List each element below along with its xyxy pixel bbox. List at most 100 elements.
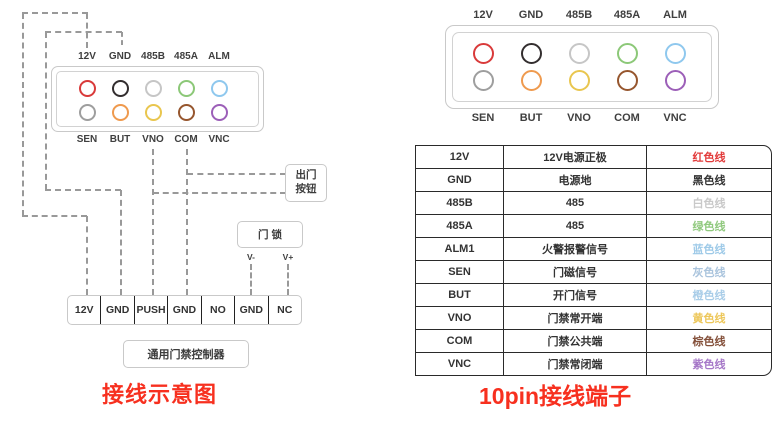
table-row: BUT 开门信号 橙色线 [416, 284, 771, 307]
pin-name-cell: SEN [416, 261, 504, 283]
door-lock-box: 门 锁 [237, 221, 303, 248]
table-row: 12V 12V电源正极 红色线 [416, 146, 771, 169]
table-row: ALM1 火警报警信号 蓝色线 [416, 238, 771, 261]
wire-black-segment [121, 32, 123, 45]
pin-label-12v: 12V [78, 51, 96, 62]
wire-brown-segment [187, 173, 286, 175]
pin-485a [178, 80, 195, 97]
pin-sen [79, 104, 96, 121]
pin-label-alm: ALM [663, 9, 687, 21]
pin-desc-cell: 12V电源正极 [504, 146, 647, 168]
v-minus-label: V- [246, 252, 256, 262]
wire-color-cell: 黄色线 [692, 313, 726, 325]
pin-desc-cell: 火警报警信号 [504, 238, 647, 260]
terminal-gnd-3: GND [235, 296, 269, 324]
pin-desc-cell: 485 [504, 192, 647, 214]
pin-vnc [211, 104, 228, 121]
pin-label-but: BUT [109, 134, 131, 145]
table-row: COM 门禁公共端 棕色线 [416, 330, 771, 353]
pin-alm [211, 80, 228, 97]
pin-desc-cell: 485 [504, 215, 647, 237]
wire-yellow-segment [152, 149, 154, 295]
table-row: VNC 门禁常闭端 紫色线 [416, 353, 771, 375]
table-row: 485A 485 绿色线 [416, 215, 771, 238]
pin-label-sen: SEN [471, 112, 495, 124]
wire-red-segment [22, 13, 24, 216]
terminal-push: PUSH [135, 296, 169, 324]
pin-485b [569, 43, 590, 64]
pin-vno [569, 70, 590, 91]
pin-but [112, 104, 129, 121]
wire-color-cell: 白色线 [692, 198, 726, 210]
controller-box: 通用门禁控制器 [123, 340, 249, 368]
pin-desc-cell: 门磁信号 [504, 261, 647, 283]
pin-vnc [665, 70, 686, 91]
pin-name-cell: ALM1 [416, 238, 504, 260]
pin-desc-cell: 门禁常闭端 [504, 353, 647, 375]
wire-color-cell: 灰色线 [692, 267, 726, 279]
pin-12v [473, 43, 494, 64]
table-row: SEN 门磁信号 灰色线 [416, 261, 771, 284]
table-row: VNO 门禁常开端 黄色线 [416, 307, 771, 330]
terminal-no: NO [202, 296, 236, 324]
wire-color-cell: 紫色线 [692, 359, 726, 371]
wire-red-segment [22, 12, 88, 14]
wire-yellow-segment [153, 192, 286, 194]
terminal-nc: NC [277, 304, 293, 316]
door-lock-label: 门 锁 [258, 229, 282, 241]
pin-name-cell: COM [416, 330, 504, 352]
pin-label-485a: 485A [174, 51, 198, 62]
right-connector-bottom-pin-row [473, 70, 686, 91]
terminal-gnd-2: GND [168, 296, 202, 324]
pin-gnd [521, 43, 542, 64]
pin-definition-table: 12V 12V电源正极 红色线 GND 电源地 黑色线 485B 485 白色线… [415, 145, 772, 376]
pin-label-com: COM [174, 134, 198, 145]
pin-label-but: BUT [519, 112, 543, 124]
pin-name-cell: 12V [416, 146, 504, 168]
pin-label-vno: VNO [142, 134, 164, 145]
pin-desc-cell: 门禁公共端 [504, 330, 647, 352]
pin-com [617, 70, 638, 91]
pin-label-12v: 12V [473, 9, 493, 21]
wire-red-segment [22, 215, 87, 217]
pin-label-sen: SEN [76, 134, 98, 145]
pin-12v [79, 80, 96, 97]
wire-black-segment [45, 189, 121, 191]
pin-label-vnc: VNC [208, 134, 230, 145]
pin-label-gnd: GND [108, 51, 132, 62]
table-row: GND 电源地 黑色线 [416, 169, 771, 192]
pin-sen [473, 70, 494, 91]
pin-name-cell: BUT [416, 284, 504, 306]
pin-alm [665, 43, 686, 64]
right-panel-caption: 10pin接线端子 [479, 383, 632, 409]
wire-color-cell: 黑色线 [692, 175, 726, 187]
pin-485b [145, 80, 162, 97]
pin-name-cell: 485B [416, 192, 504, 214]
wire-color-cell: 棕色线 [692, 336, 726, 348]
right-connector [445, 25, 719, 109]
right-connector-inner [452, 32, 712, 102]
left-connector-inner [56, 71, 259, 127]
pin-desc-cell: 开门信号 [504, 284, 647, 306]
pin-label-485b: 485B [141, 51, 165, 62]
left-connector-bottom-pin-row [79, 104, 228, 121]
wire-black-segment [120, 190, 122, 295]
wire-red-segment [86, 13, 88, 48]
pin-label-alm: ALM [208, 51, 230, 62]
pin-label-485b: 485B [565, 9, 593, 21]
terminal-12v: 12V [68, 296, 102, 324]
left-connector-top-pin-row [79, 80, 228, 97]
left-connector [51, 66, 264, 132]
pin-desc-cell: 门禁常开端 [504, 307, 647, 329]
terminal-strip: 12V GND PUSH GND NO GND NC [67, 295, 302, 325]
wire-color-cell: 红色线 [692, 152, 726, 164]
v-plus-label: V+ [282, 252, 294, 262]
pin-com [178, 104, 195, 121]
pin-name-cell: GND [416, 169, 504, 191]
pin-name-cell: VNO [416, 307, 504, 329]
wire-lock-minus-segment [250, 264, 252, 295]
wire-color-cell: 蓝色线 [692, 244, 726, 256]
pin-name-cell: 485A [416, 215, 504, 237]
exit-button-label: 出门 按钮 [295, 169, 317, 195]
